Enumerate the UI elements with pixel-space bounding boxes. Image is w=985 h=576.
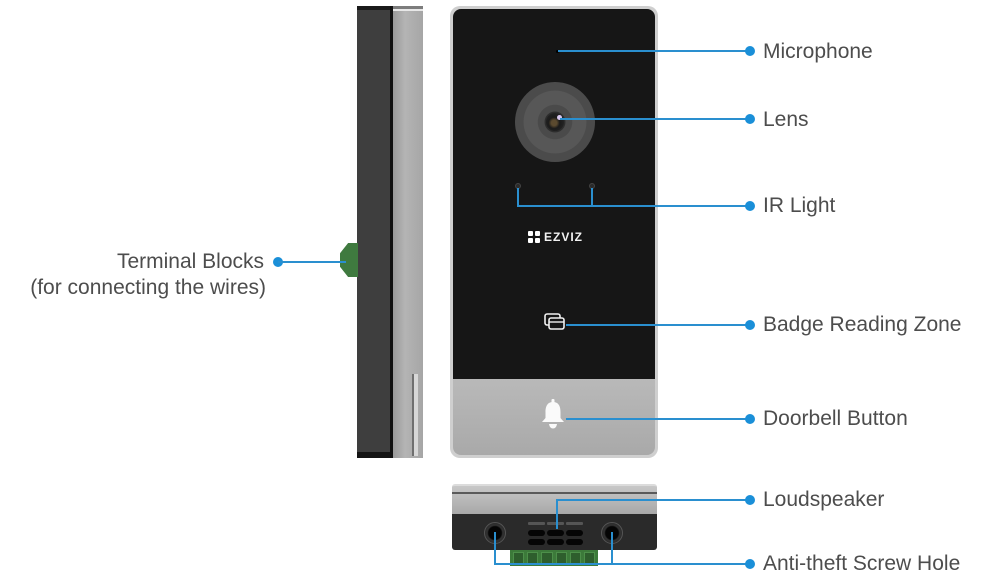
callout-dot-ir-light [745, 201, 755, 211]
label-loudspeaker: Loudspeaker [763, 488, 885, 511]
callout-line-loudspeaker [556, 499, 750, 501]
callout-dot-microphone [745, 46, 755, 56]
callout-line-microphone [558, 50, 750, 52]
speaker-vent [547, 539, 564, 545]
label-badge-reading-zone: Badge Reading Zone [763, 313, 962, 336]
callout-line-terminal-blocks [278, 261, 346, 263]
label-terminal-blocks-note: (for connecting the wires) [30, 276, 266, 299]
bottom-view-seam [452, 492, 657, 494]
speaker-vent [528, 530, 545, 536]
callout-line-lens [560, 118, 750, 120]
callout-line-ir-right [591, 188, 593, 205]
side-view-highlight [393, 9, 423, 11]
label-lens: Lens [763, 108, 809, 131]
speaker-vent [528, 522, 545, 525]
side-view-slot [412, 374, 418, 456]
terminal-block-bottom [510, 550, 598, 566]
callout-line-ir-light [517, 205, 750, 207]
callout-dot-lens [745, 114, 755, 124]
brand-logo-text: EZVIZ [544, 230, 584, 244]
microphone-hole [556, 50, 559, 53]
speaker-vent [566, 530, 583, 536]
callout-line-badge [566, 324, 750, 326]
label-terminal-blocks: Terminal Blocks [116, 250, 264, 273]
callout-dot-doorbell [745, 414, 755, 424]
speaker-vent [547, 522, 564, 525]
side-view-housing [357, 6, 393, 458]
callout-line-ir-left [517, 188, 519, 205]
speaker-vent [566, 539, 583, 545]
brand-logo: EZVIZ [528, 229, 583, 245]
callout-dot-loudspeaker [745, 495, 755, 505]
label-ir-light: IR Light [763, 194, 836, 217]
callout-line-screw-right [611, 532, 613, 563]
side-view-faceplate-edge [393, 6, 423, 458]
speaker-vent [566, 522, 583, 525]
callout-line-loudspeaker-vertical [556, 499, 558, 529]
callout-line-doorbell [566, 418, 750, 420]
label-microphone: Microphone [763, 40, 873, 63]
card-icon [544, 313, 565, 330]
side-view-seam [390, 6, 393, 458]
speaker-vent [547, 530, 564, 536]
callout-line-screw-left [494, 532, 496, 563]
bell-icon [542, 399, 564, 429]
callout-dot-anti-theft [745, 559, 755, 569]
terminal-block-side [340, 243, 358, 277]
label-doorbell-button: Doorbell Button [763, 407, 908, 430]
label-anti-theft-screw-hole: Anti-theft Screw Hole [763, 552, 961, 575]
lens-glint [557, 115, 562, 120]
callout-line-anti-theft [494, 563, 750, 565]
speaker-vent [528, 539, 545, 545]
ezviz-logo-icon [528, 231, 540, 243]
callout-dot-badge [745, 320, 755, 330]
